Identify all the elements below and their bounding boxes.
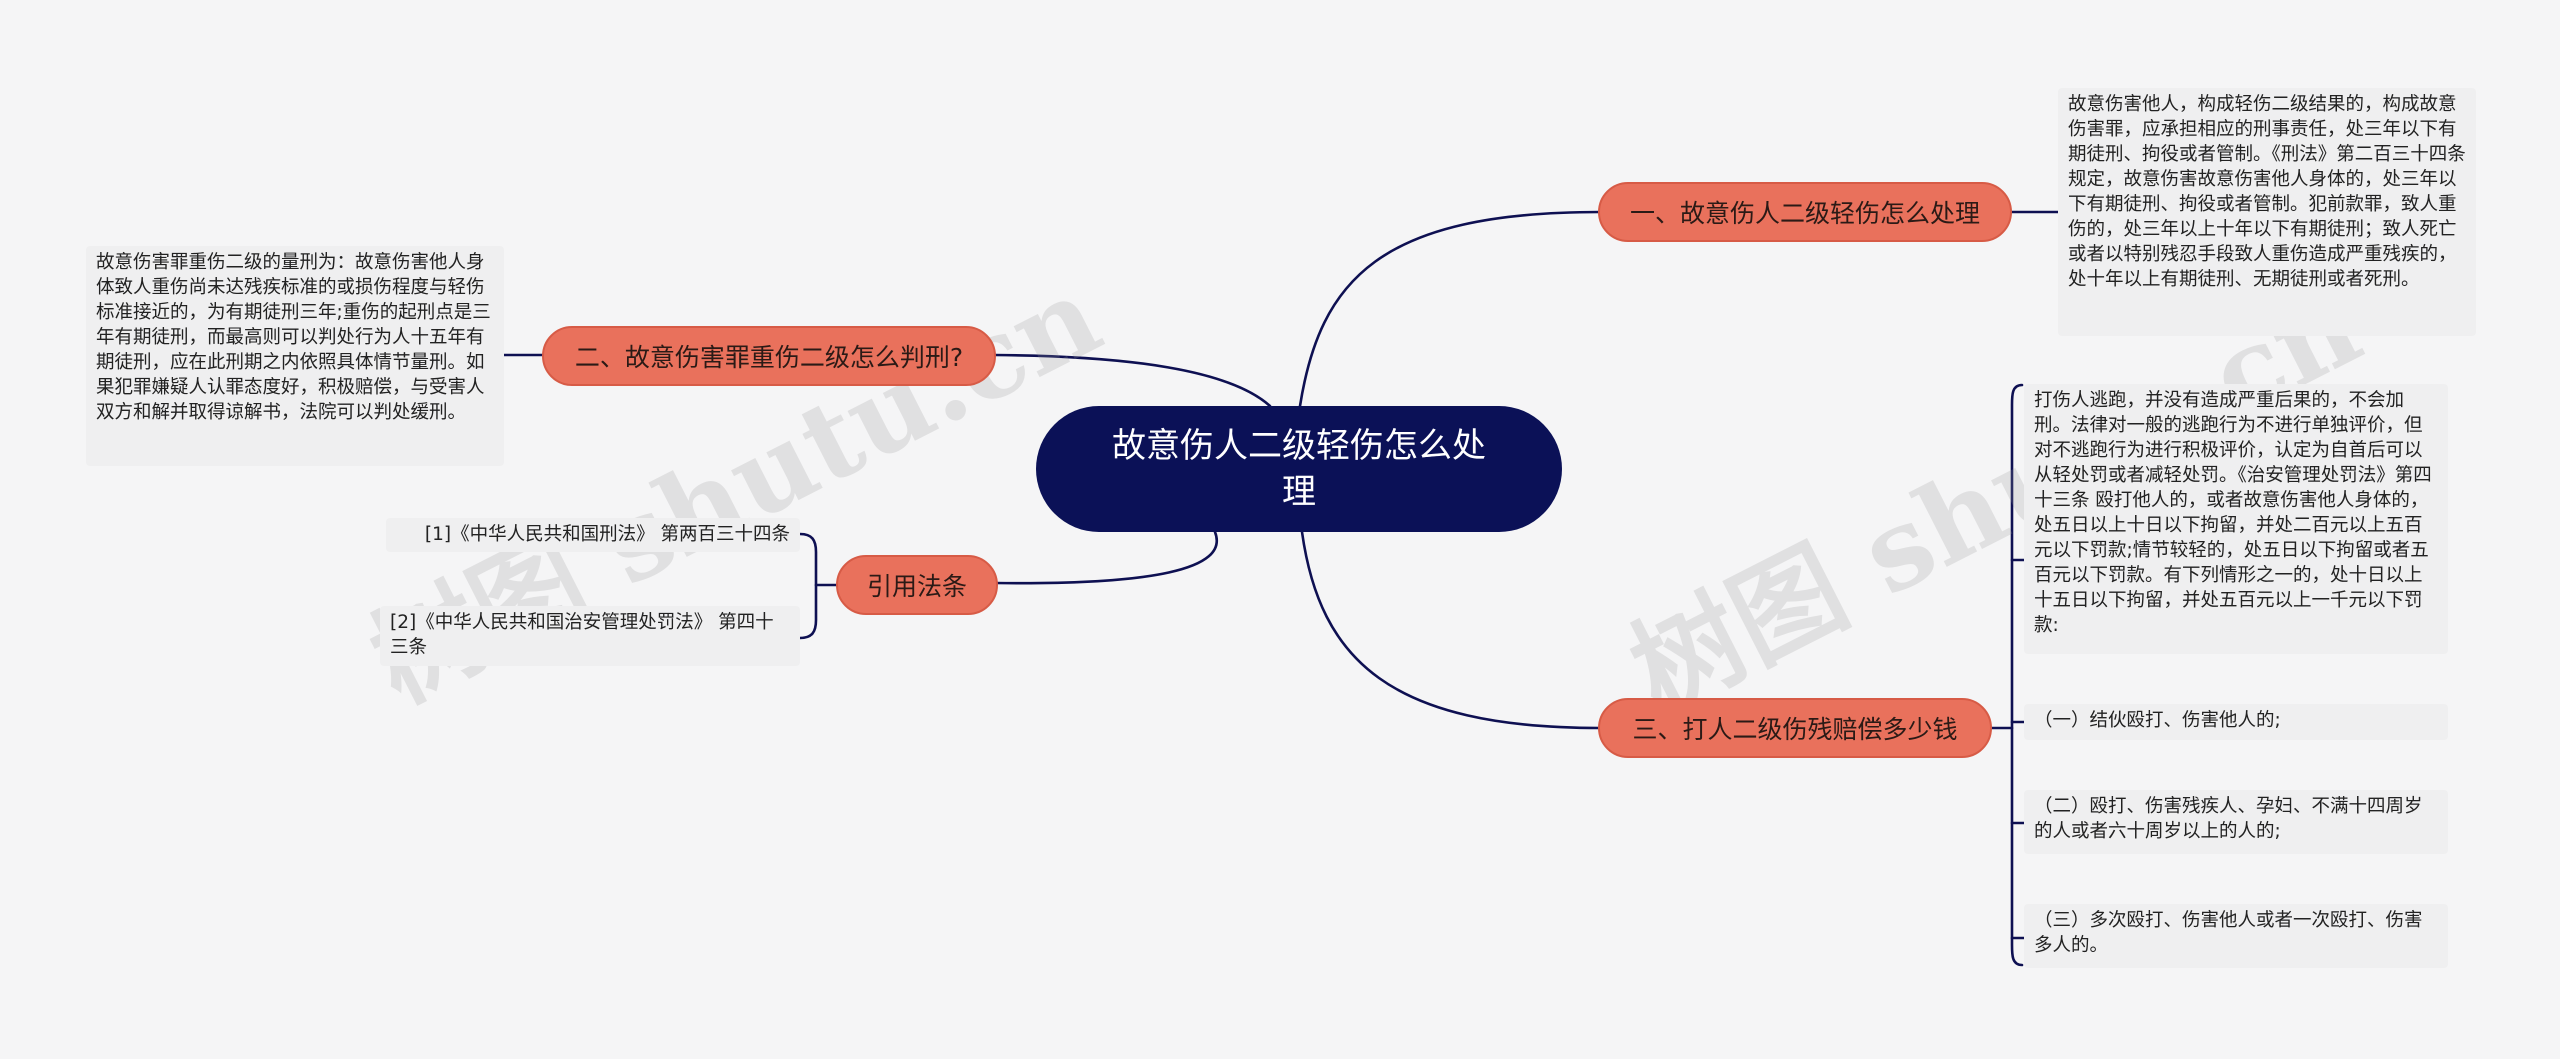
note-b2: 故意伤害罪重伤二级的量刑为：故意伤害他人身体致人重伤尚未达残疾标准的或损伤程度与…: [86, 246, 504, 466]
root-title: 故意伤人二级轻伤怎么处理: [1112, 426, 1486, 512]
note-b4-item-1: （一）结伙殴打、伤害他人的;: [2024, 704, 2448, 740]
note-b4-item-3: （三）多次殴打、伤害他人或者一次殴打、伤害多人的。: [2024, 904, 2448, 968]
bracket-b4: [2010, 383, 2024, 967]
note-b4-item-2: （二）殴打、伤害残疾人、孕妇、不满十四周岁的人或者六十周岁以上的人的;: [2024, 790, 2448, 854]
branch-label: 一、故意伤人二级轻伤怎么处理: [1629, 199, 1980, 228]
note-b4-main: 打伤人逃跑，并没有造成严重后果的，不会加刑。法律对一般的逃跑行为不进行单独评价，…: [2024, 384, 2448, 654]
branch-node-1[interactable]: 一、故意伤人二级轻伤怎么处理: [1598, 182, 2012, 242]
note-text: （三）多次殴打、伤害他人或者一次殴打、伤害多人的。: [2034, 910, 2423, 956]
branch-node-3[interactable]: 引用法条: [836, 555, 998, 615]
note-text: 故意伤害罪重伤二级的量刑为：故意伤害他人身体致人重伤尚未达残疾标准的或损伤程度与…: [96, 252, 491, 423]
note-ref-2: [2]《中华人民共和国治安管理处罚法》 第四十三条: [380, 606, 800, 666]
connector-root-b1: [1298, 210, 1602, 408]
note-text: 故意伤害他人，构成轻伤二级结果的，构成故意伤害罪，应承担相应的刑事责任，处三年以…: [2068, 94, 2466, 290]
branch-label: 引用法条: [866, 572, 967, 601]
note-text: （二）殴打、伤害残疾人、孕妇、不满十四周岁的人或者六十周岁以上的人的;: [2034, 796, 2423, 842]
note-text: [2]《中华人民共和国治安管理处罚法》 第四十三条: [390, 612, 774, 658]
bracket-b3: [798, 532, 818, 640]
note-text: 打伤人逃跑，并没有造成严重后果的，不会加刑。法律对一般的逃跑行为不进行单独评价，…: [2034, 390, 2432, 636]
connector-root-b3: [993, 530, 1218, 585]
branch-label: 三、打人二级伤残赔偿多少钱: [1632, 715, 1958, 744]
note-b1: 故意伤害他人，构成轻伤二级结果的，构成故意伤害罪，应承担相应的刑事责任，处三年以…: [2058, 88, 2476, 336]
note-ref-1: [1]《中华人民共和国刑法》 第两百三十四条: [386, 518, 800, 552]
note-text: [1]《中华人民共和国刑法》 第两百三十四条: [424, 524, 790, 545]
connector-root-b4: [1300, 530, 1602, 730]
note-text: （一）结伙殴打、伤害他人的;: [2034, 710, 2281, 731]
branch-node-4[interactable]: 三、打人二级伤残赔偿多少钱: [1598, 698, 1992, 758]
root-node[interactable]: 故意伤人二级轻伤怎么处理: [1036, 406, 1562, 532]
branch-node-2[interactable]: 二、故意伤害罪重伤二级怎么判刑?: [542, 326, 996, 386]
branch-label: 二、故意伤害罪重伤二级怎么判刑?: [574, 343, 964, 372]
connector-root-b2: [992, 353, 1272, 408]
